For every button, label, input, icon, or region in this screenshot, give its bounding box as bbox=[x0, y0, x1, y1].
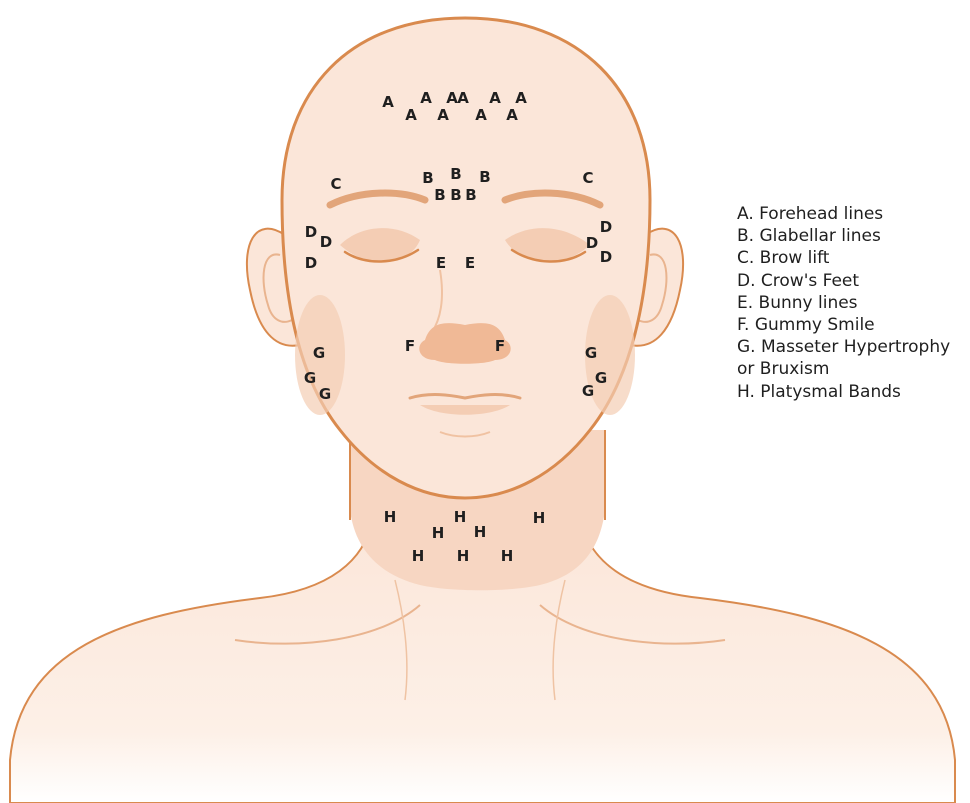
marker-crows-feet: D bbox=[586, 234, 598, 252]
marker-forehead: A bbox=[457, 89, 469, 107]
marker-forehead: A bbox=[437, 106, 449, 124]
legend-item-forehead: A. Forehead lines bbox=[737, 203, 950, 225]
legend-item-glabellar: B. Glabellar lines bbox=[737, 225, 950, 247]
marker-crows-feet: D bbox=[305, 254, 317, 272]
marker-platysmal: H bbox=[432, 524, 445, 542]
marker-forehead: A bbox=[489, 89, 501, 107]
marker-gummy: F bbox=[495, 337, 505, 355]
marker-crows-feet: D bbox=[600, 218, 612, 236]
marker-masseter: G bbox=[595, 369, 607, 387]
legend-item-crows-feet: D. Crow's Feet bbox=[737, 270, 950, 292]
legend-item-platysmal: H. Platysmal Bands bbox=[737, 381, 950, 403]
marker-brow-lift: C bbox=[330, 175, 341, 193]
marker-crows-feet: D bbox=[305, 223, 317, 241]
legend: A. Forehead lines B. Glabellar lines C. … bbox=[737, 203, 950, 403]
marker-glabellar: B bbox=[422, 169, 433, 187]
marker-forehead: A bbox=[405, 106, 417, 124]
legend-item-gummy: F. Gummy Smile bbox=[737, 314, 950, 336]
marker-masseter: G bbox=[585, 344, 597, 362]
marker-platysmal: H bbox=[384, 508, 397, 526]
marker-glabellar: B bbox=[450, 186, 461, 204]
marker-gummy: F bbox=[405, 337, 415, 355]
marker-bunny: E bbox=[436, 254, 446, 272]
marker-forehead: A bbox=[446, 89, 458, 107]
marker-bunny: E bbox=[465, 254, 475, 272]
marker-platysmal: H bbox=[474, 523, 487, 541]
marker-platysmal: H bbox=[412, 547, 425, 565]
marker-forehead: A bbox=[420, 89, 432, 107]
legend-item-bunny: E. Bunny lines bbox=[737, 292, 950, 314]
marker-masseter: G bbox=[313, 344, 325, 362]
marker-crows-feet: D bbox=[320, 233, 332, 251]
marker-glabellar: B bbox=[465, 186, 476, 204]
legend-item-masseter-cont: or Bruxism bbox=[737, 358, 950, 380]
marker-masseter: G bbox=[304, 369, 316, 387]
marker-glabellar: B bbox=[450, 165, 461, 183]
marker-forehead: A bbox=[515, 89, 527, 107]
marker-glabellar: B bbox=[434, 186, 445, 204]
marker-masseter: G bbox=[319, 385, 331, 403]
marker-glabellar: B bbox=[479, 168, 490, 186]
marker-masseter: G bbox=[582, 382, 594, 400]
marker-forehead: A bbox=[382, 93, 394, 111]
marker-brow-lift: C bbox=[582, 169, 593, 187]
legend-item-brow-lift: C. Brow lift bbox=[737, 247, 950, 269]
marker-platysmal: H bbox=[454, 508, 467, 526]
marker-forehead: A bbox=[506, 106, 518, 124]
marker-crows-feet: D bbox=[600, 248, 612, 266]
legend-item-masseter: G. Masseter Hypertrophy bbox=[737, 336, 950, 358]
marker-platysmal: H bbox=[457, 547, 470, 565]
marker-forehead: A bbox=[475, 106, 487, 124]
marker-platysmal: H bbox=[501, 547, 514, 565]
marker-platysmal: H bbox=[533, 509, 546, 527]
